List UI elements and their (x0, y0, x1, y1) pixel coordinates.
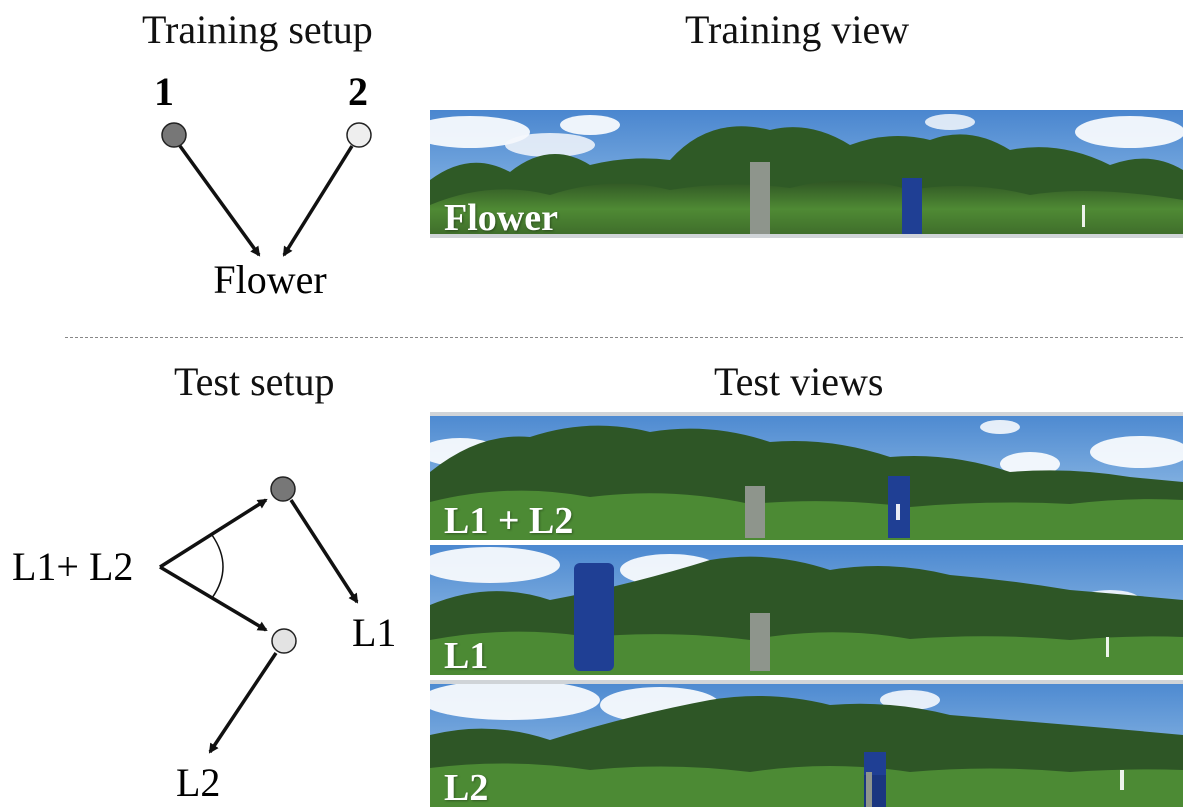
arrow-start-to-landmark-1 (159, 498, 268, 569)
test-panorama-both: L1 + L2 (430, 412, 1183, 540)
test-landmark-2-circle (271, 628, 297, 654)
training-panorama: Flower (430, 110, 1183, 238)
test-panorama-both-label: L1 + L2 (444, 500, 574, 540)
landmark-2-circle (346, 122, 372, 148)
l2-end-label: L2 (176, 760, 220, 805)
angle-arc (211, 534, 224, 599)
arrow-start-to-landmark-2 (159, 565, 268, 632)
landmark-1-label: 1 (154, 69, 174, 114)
arrow-2-to-flower (282, 145, 354, 257)
test-panorama-l2: L2 (430, 680, 1183, 807)
arrow-1-to-flower (178, 144, 261, 257)
landmark-1-circle (161, 122, 187, 148)
l1-end-label: L1 (352, 610, 396, 655)
training-panorama-label: Flower (444, 197, 558, 238)
test-panorama-l2-label: L2 (444, 767, 489, 807)
training-setup-diagram: 1 2 Flower (154, 69, 372, 302)
training-setup-heading: Training setup (142, 7, 373, 52)
test-panorama-l1: L1 (430, 545, 1183, 675)
arrow-landmark-1-to-l1 (289, 499, 359, 604)
arrow-landmark-2-to-l2 (208, 652, 278, 754)
section-divider (65, 337, 1183, 338)
flower-label: Flower (213, 257, 326, 302)
landmark-2-label: 2 (348, 69, 368, 114)
test-setup-heading: Test setup (174, 359, 335, 404)
test-setup-diagram: L1+ L2 L1 L2 (12, 476, 396, 805)
test-views-heading: Test views (714, 359, 884, 404)
start-label: L1+ L2 (12, 544, 133, 589)
test-landmark-1-circle (270, 476, 296, 502)
training-view-heading: Training view (685, 7, 910, 52)
test-panorama-l1-label: L1 (444, 635, 489, 675)
